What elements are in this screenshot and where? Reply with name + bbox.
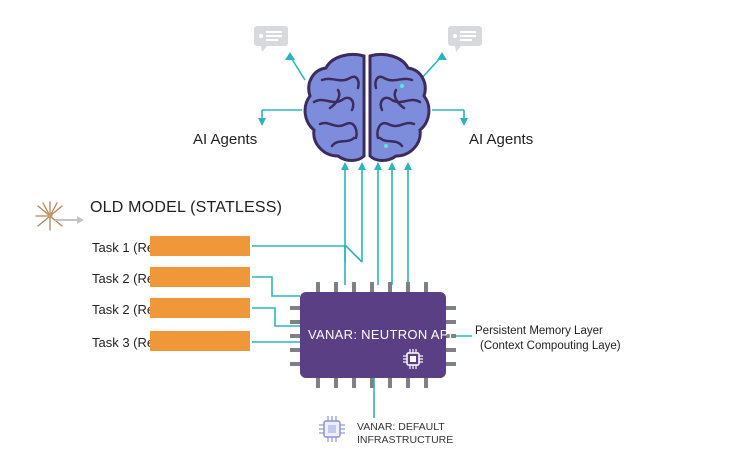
task-bar-4 <box>150 331 250 351</box>
brain-icon <box>302 50 432 165</box>
neutron-api-chip: VANAR: NEUTRON API <box>290 282 456 388</box>
ai-agents-label-left: AI Agents <box>193 131 258 148</box>
task-bar-3 <box>150 298 250 318</box>
microchip-icon <box>402 348 424 370</box>
ai-agents-label-right: AI Agents <box>469 131 534 148</box>
sparkle-burst-icon <box>32 200 72 232</box>
persistent-memory-line2: (Context Compouting Laye) <box>480 340 621 352</box>
neutron-api-label: VANAR: NEUTRON API <box>308 327 453 342</box>
old-model-title: OLD MODEL (STATLESS) <box>90 199 283 216</box>
microchip-icon <box>318 415 346 443</box>
task-bar-1 <box>150 236 250 256</box>
default-infrastructure-label: VANAR: DEFAULT INFRASTRUCTURE <box>357 421 453 447</box>
task-bar-2 <box>150 267 250 287</box>
arrow-right-icon <box>55 212 85 224</box>
chat-bubble-icon <box>253 25 289 53</box>
infrastructure-line2: INFRASTRUCTURE <box>357 434 454 446</box>
chat-bubble-icon <box>447 25 483 53</box>
persistent-memory-line1: Persistent Memory Layer <box>475 325 603 337</box>
infrastructure-line1: VANAR: DEFAULT <box>357 421 445 433</box>
persistent-memory-label: Persistent Memory Layer (Context Compout… <box>475 324 621 354</box>
